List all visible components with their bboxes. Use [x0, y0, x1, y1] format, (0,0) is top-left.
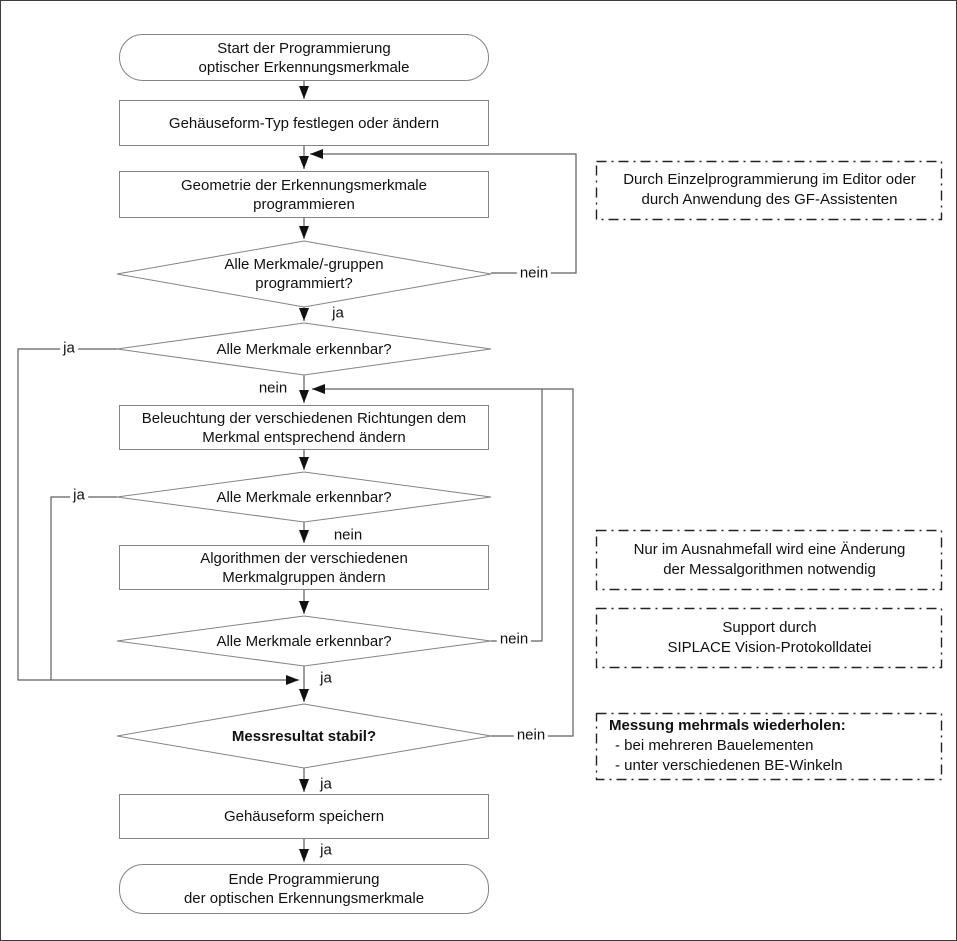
decision-features-recognizable-3-label: Alle Merkmale erkennbar?	[216, 632, 392, 650]
annotation-repeat-item-2: - unter verschiedenen BE-Winkeln	[615, 757, 843, 774]
annotation-frame-4	[595, 712, 943, 781]
edge-label-no-decision3: nein	[330, 526, 366, 544]
edge-label-yes-decision1: ja	[329, 304, 347, 322]
bypass-yes-decision3	[50, 496, 117, 680]
decision-measurement-stable-shape	[116, 703, 492, 769]
annotation-frame-3	[595, 607, 943, 669]
decision-measurement-stable-label: Messresultat stabil?	[231, 727, 377, 745]
node-adjust-lighting: Beleuchtung der verschiedenen Richtungen…	[119, 405, 489, 450]
annotation-note-repeat-measurement: Messung mehrmals wiederholen: - bei mehr…	[597, 713, 942, 779]
node-set-package-type: Gehäuseform-Typ festlegen oder ändern	[119, 100, 489, 146]
edge-label-yes-decision4: ja	[317, 669, 335, 687]
edge-label-yes-decision2: ja	[60, 339, 78, 357]
edge-label-no-decision1: nein	[516, 264, 552, 282]
node-start-terminator: Start der Programmierung optischer Erken…	[119, 34, 489, 81]
annotation-frame-2	[595, 529, 943, 591]
decision-features-recognizable-3-shape	[116, 615, 492, 667]
decision-features-recognizable-2-label: Alle Merkmale erkennbar?	[216, 488, 392, 506]
edge-label-no-decision2: nein	[255, 379, 291, 397]
node-program-geometry: Geometrie der Erkennungsmerkmale program…	[119, 171, 489, 218]
annotation-note-editor-gf-assistant: Durch Einzelprogrammierung im Editor ode…	[623, 171, 916, 208]
edge-label-yes-decision5: ja	[317, 775, 335, 793]
annotation-frame-1	[595, 160, 943, 221]
node-end-terminator: Ende Programmierung der optischen Erkenn…	[119, 864, 489, 914]
decision-all-groups-programmed-shape	[116, 240, 492, 308]
edge-label-no-decision5: nein	[513, 726, 549, 744]
annotation-note-algorithm-change: Nur im Ausnahmefall wird eine Änderung d…	[633, 540, 906, 578]
decision-features-recognizable-2-shape	[116, 471, 492, 523]
feedback-no-decision4	[491, 389, 543, 642]
annotation-repeat-title: Messung mehrmals wiederholen:	[609, 717, 846, 734]
decision-features-recognizable-1-label: Alle Merkmale erkennbar?	[216, 340, 392, 358]
node-change-algorithms: Algorithmen der verschiedenen Merkmalgru…	[119, 545, 489, 590]
edge-label-no-decision4: nein	[496, 630, 532, 648]
annotation-repeat-item-1: - bei mehreren Bauelementen	[615, 737, 814, 754]
edge-label-yes-save: ja	[317, 841, 335, 859]
decision-features-recognizable-1-shape	[116, 322, 492, 376]
edge-label-yes-decision3: ja	[70, 486, 88, 504]
node-save-package: Gehäuseform speichern	[119, 794, 489, 839]
annotation-note-vision-protocol: Support durch SIPLACE Vision-Protokollda…	[667, 618, 872, 656]
decision-all-groups-programmed-label: Alle Merkmale/-gruppen programmiert?	[224, 256, 384, 292]
